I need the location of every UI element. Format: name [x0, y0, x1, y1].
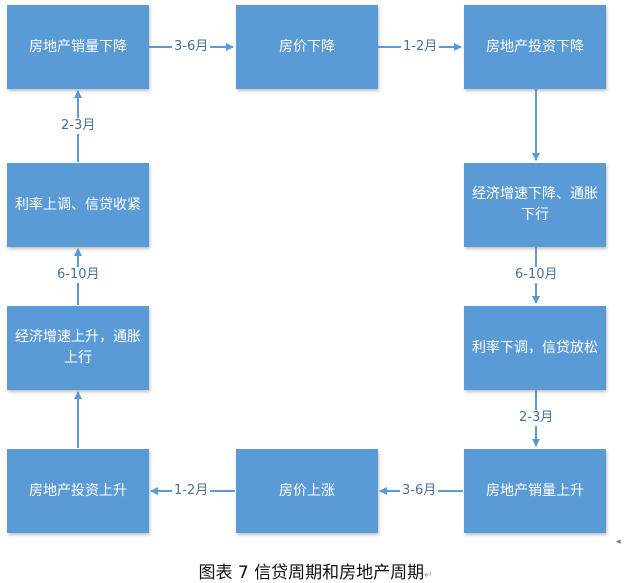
edge-label-sales-up-price-up: 3-6月 [400, 483, 439, 499]
node-rate-up: 利率上调、信贷收紧 [7, 163, 149, 247]
node-invest-up: 房地产投资上升 [7, 449, 149, 533]
node-rate-down: 利率下调，信贷放松 [464, 306, 606, 390]
edge-label-rate-up-sales-down: 2-3月 [59, 118, 98, 134]
edge-label-rate-down-sales-up: 2-3月 [517, 410, 556, 426]
node-price-down: 房价下降 [236, 5, 378, 89]
node-econ-up: 经济增速上升，通胀上行 [7, 306, 149, 390]
paragraph-mark-icon: ↵ [424, 570, 433, 581]
node-sales-up: 房地产销量上升 [464, 449, 606, 533]
anchor-mark: ◂ [616, 537, 621, 547]
edge-label-econ-up-rate-up: 6-10月 [55, 267, 102, 283]
figure-caption: 图表 7 信贷周期和房地产周期↵ [0, 558, 631, 583]
edge-label-price-up-invest-up: 1-2月 [172, 483, 211, 499]
node-invest-down: 房地产投资下降 [464, 5, 606, 89]
edge-label-sales-down-price-down: 3-6月 [172, 39, 211, 55]
node-econ-down: 经济增速下降、通胀下行 [464, 163, 606, 247]
node-sales-down: 房地产销量下降 [7, 5, 149, 89]
node-price-up: 房价上涨 [236, 449, 378, 533]
edge-label-price-down-invest-down: 1-2月 [401, 39, 440, 55]
edge-label-econ-down-rate-down: 6-10月 [513, 267, 560, 283]
caption-text: 图表 7 信贷周期和房地产周期 [198, 563, 425, 583]
